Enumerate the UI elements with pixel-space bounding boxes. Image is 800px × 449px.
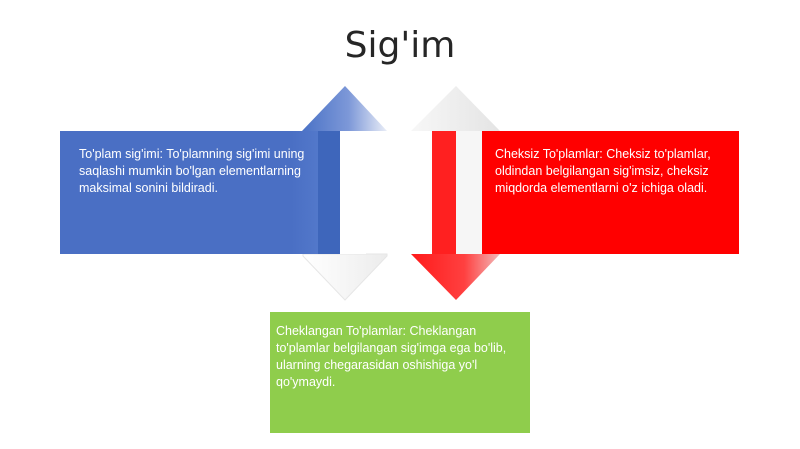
white-down-arrow-left xyxy=(302,253,388,301)
red-box xyxy=(434,131,739,254)
red-down-arrow xyxy=(411,254,500,300)
slide-title: Sig'im xyxy=(344,25,456,66)
white-up-arrow-right xyxy=(411,86,500,131)
red-box-text: Cheksiz To'plamlar: Cheksiz to'plamlar, … xyxy=(495,147,711,195)
blue-up-arrow xyxy=(302,86,387,131)
blue-up-arrow-shaft xyxy=(318,131,340,254)
white-shaft-right xyxy=(456,131,482,254)
white-shaft-left xyxy=(340,131,366,254)
blue-box-text: To'plam sig'imi: To'plamning sig'imi uni… xyxy=(79,147,305,195)
blue-box xyxy=(60,131,342,254)
red-down-arrow-shaft xyxy=(432,131,456,254)
green-box-text: Cheklangan To'plamlar: Cheklangan to'pla… xyxy=(276,324,507,389)
green-box xyxy=(270,312,530,433)
